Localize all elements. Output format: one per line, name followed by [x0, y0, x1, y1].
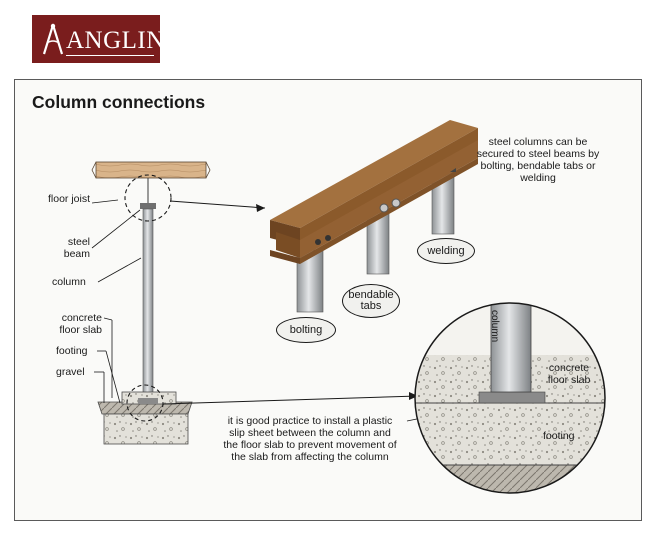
label-gravel: gravel — [56, 366, 85, 378]
logo-underline — [66, 55, 154, 56]
label-bolting: bolting — [276, 317, 336, 343]
diagram-title: Column connections — [32, 92, 206, 112]
label-footing: footing — [56, 345, 88, 357]
column-cap — [140, 203, 156, 209]
connection-note: steel columns can be secured to steel be… — [476, 136, 600, 184]
slip-sheet-note: it is good practice to install a plastic… — [223, 415, 397, 463]
footing-section — [97, 391, 193, 445]
base-detail-callout — [126, 384, 164, 422]
anglins-logo: ANGLIN'S — [32, 15, 184, 63]
detail-label-footing: footing — [543, 430, 575, 442]
detail-circle-outline — [414, 302, 606, 494]
steel-beam-3d — [270, 120, 478, 313]
column — [142, 208, 154, 396]
label-bendable-tabs: bendable tabs — [342, 284, 400, 318]
label-concrete-floor-slab: concrete floor slab — [59, 312, 102, 336]
detail-label-column: column — [489, 310, 500, 343]
compass-icon — [42, 23, 64, 55]
label-welding: welding — [417, 238, 475, 264]
leader-lines — [91, 199, 142, 404]
logo-text: ANGLIN'S — [66, 27, 185, 54]
label-steel-beam: steel beam — [63, 236, 90, 260]
base-detail — [415, 303, 605, 493]
beam-detail-callout — [124, 174, 172, 222]
detail-label-concrete-floor-slab: concrete floor slab — [547, 362, 591, 386]
label-column: column — [52, 276, 86, 288]
label-floor-joist: floor joist — [48, 193, 91, 205]
floor-joist — [91, 161, 211, 179]
